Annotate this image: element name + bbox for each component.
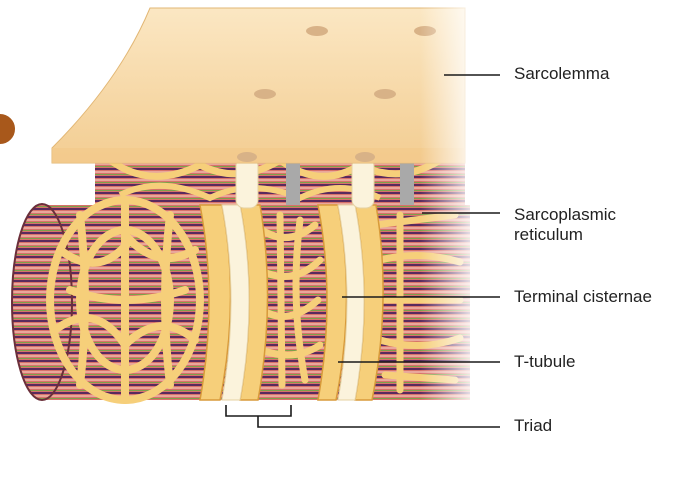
t-tubules [221, 157, 375, 401]
t-tubule-opening [374, 89, 396, 99]
myofibril-end-face [11, 203, 73, 401]
label-sarcoplasmic-line2: reticulum [514, 225, 583, 244]
label-t-tubule: T-tubule [514, 352, 576, 371]
t-tubule-opening [237, 152, 257, 162]
label-triad: Triad [514, 416, 553, 435]
t-tubule-opening [306, 26, 328, 36]
triad-bracket [225, 405, 500, 428]
t-tubule-opening [355, 152, 375, 162]
sarcolemma-sheet [51, 7, 466, 164]
label-sarcoplasmic-reticulum: Sarcoplasmic reticulum [514, 205, 616, 245]
label-sarcoplasmic-line1: Sarcoplasmic [514, 205, 617, 224]
t-tubule-opening [254, 89, 276, 99]
label-terminal-cisternae: Terminal cisternae [514, 287, 652, 306]
reticulum-end-mesh [46, 196, 204, 404]
right-fade [420, 0, 480, 420]
label-sarcolemma: Sarcolemma [514, 64, 610, 83]
badge-circle [0, 112, 17, 146]
